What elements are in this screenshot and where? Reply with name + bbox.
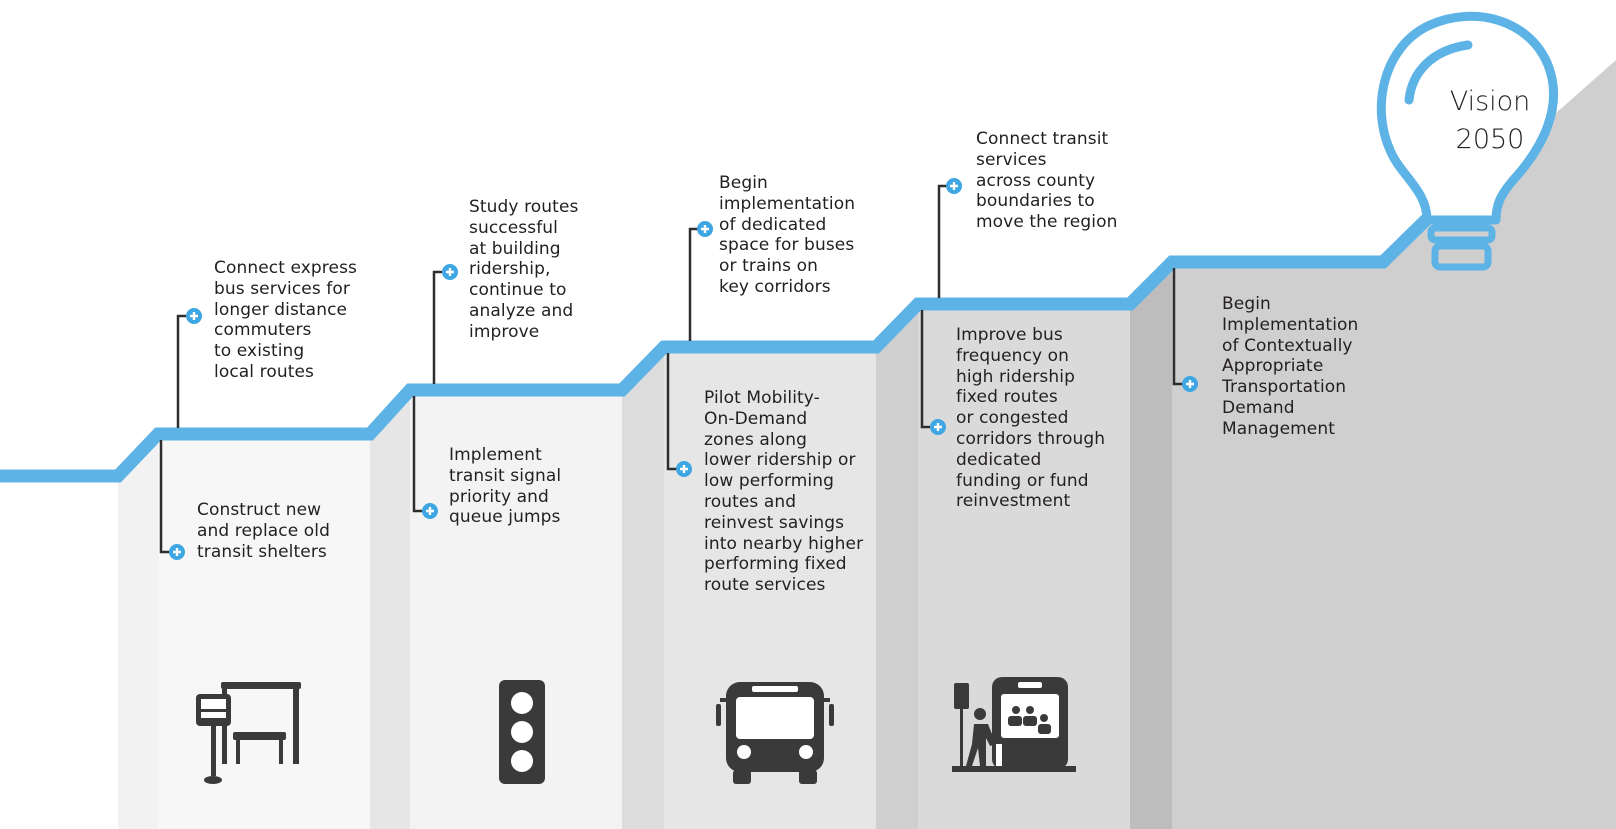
connector-item-4: [412, 396, 423, 513]
staircase-background: [118, 60, 1616, 829]
plus-circle-icon: [930, 419, 946, 435]
step-column-2: [158, 438, 370, 829]
item-bus-frequency: Improve bus frequency on high ridership …: [956, 325, 1106, 512]
item-mobility-on-demand: Pilot Mobility- On-Demand zones along lo…: [704, 388, 864, 596]
vision-line-2: 2050: [1455, 124, 1525, 155]
lightbulb-icon: [1376, 11, 1559, 271]
item-demand-management: Begin Implementation of Contextually App…: [1222, 294, 1359, 439]
plus-markers: [169, 178, 1198, 560]
traffic-signal-icon: [499, 680, 545, 784]
connector-item-6: [666, 353, 677, 471]
step-column-4: [410, 394, 622, 829]
item-study-routes: Study routes successful at building ride…: [469, 197, 579, 342]
connector-item-7: [937, 184, 947, 298]
connector-item-5: [688, 227, 698, 341]
step-column-10: [1172, 60, 1616, 829]
step-column-8: [918, 308, 1130, 829]
plus-circle-icon: [169, 544, 185, 560]
plus-circle-icon: [442, 264, 458, 280]
item-connect-express-bus: Connect express bus services for longer …: [214, 258, 357, 382]
plus-circle-icon: [1182, 376, 1198, 392]
plus-circle-icon: [946, 178, 962, 194]
connector-item-9: [1172, 268, 1183, 386]
connector-item-8: [920, 310, 931, 429]
connectors: [159, 184, 1183, 554]
item-signal-priority: Implement transit signal priority and qu…: [449, 445, 562, 528]
item-dedicated-space: Begin implementation of dedicated space …: [719, 173, 856, 297]
plus-circle-icon: [676, 461, 692, 477]
progress-path: [0, 209, 1437, 483]
step-column-3: [370, 394, 410, 829]
bus-front-icon: [716, 682, 834, 784]
plus-circle-icon: [422, 503, 438, 519]
step-column-7: [876, 308, 918, 829]
connector-item-1: [176, 314, 186, 428]
step-column-5: [622, 351, 664, 829]
transit-shelter-icon: [196, 682, 301, 784]
item-transit-shelters: Construct new and replace old transit sh…: [197, 500, 331, 562]
connector-item-3: [432, 270, 442, 384]
step-column-9: [1130, 266, 1172, 829]
bus-boarding-icon: [952, 677, 1076, 772]
plus-circle-icon: [186, 308, 202, 324]
plus-circle-icon: [697, 221, 713, 237]
connector-item-2: [159, 440, 170, 554]
item-cross-county: Connect transit services across county b…: [976, 129, 1118, 233]
vision-line-1: Vision: [1449, 86, 1531, 117]
step-column-1: [118, 438, 158, 829]
